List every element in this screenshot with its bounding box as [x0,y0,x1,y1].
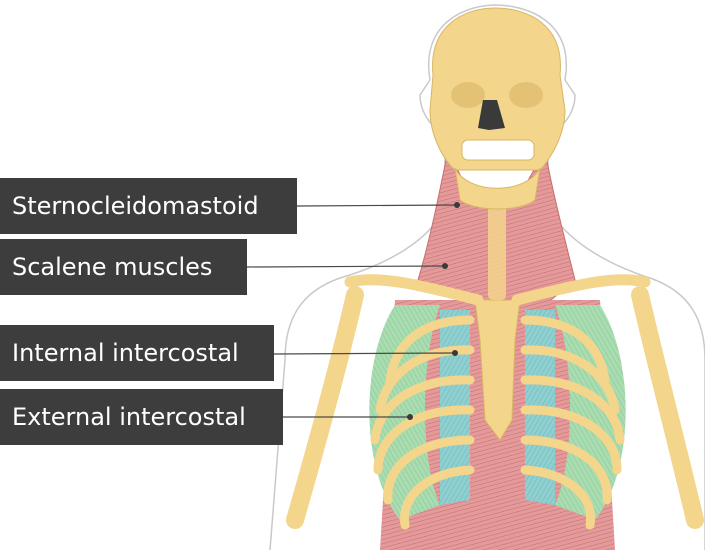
rib-cage [369,305,626,530]
sternum [474,299,521,441]
label-sternocleidomastoid: Sternocleidomastoid [0,178,297,234]
left-humerus [286,286,364,529]
leader-dots [407,202,460,420]
cervical-spine [488,195,506,300]
leader-dot-internal-intercostal [452,350,458,356]
leader-dot-scalene [442,263,448,269]
skull [429,7,566,210]
right-humerus [631,286,704,529]
left-clavicle [344,274,484,306]
right-clavicle [511,274,651,306]
leader-line-scalene [246,265,444,268]
leader-lines [246,204,456,418]
leader-dot-external-intercostal [407,414,413,420]
leader-dot-sternocleidomastoid [454,202,460,208]
label-external-intercostal: External intercostal [0,389,283,445]
label-scalene-muscles: Scalene muscles [0,239,247,295]
label-internal-intercostal: Internal intercostal [0,325,274,381]
leader-line-internal-intercostal [273,352,454,355]
leader-line-sternocleidomastoid [296,204,456,207]
